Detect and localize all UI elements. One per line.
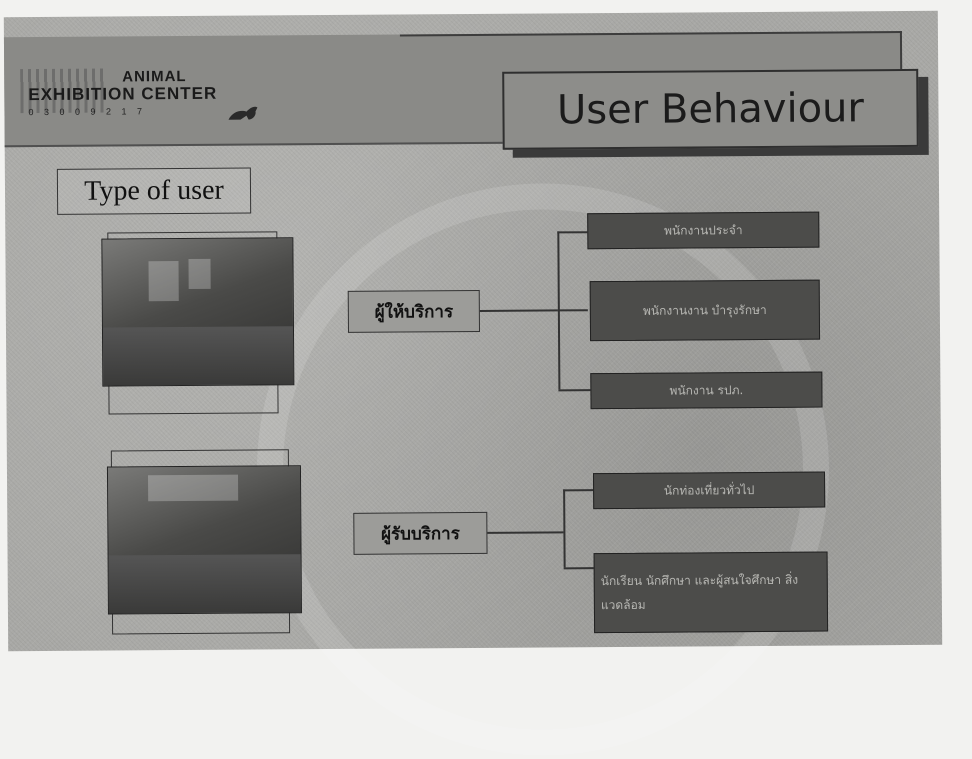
watermark-circle [254, 181, 831, 758]
provider-item: พนักงาน รปภ. [590, 371, 823, 410]
recipient-item: นักเรียน นักศึกษา และผู้สนใจศึกษา สิ่งแว… [593, 551, 829, 634]
photo-floor [108, 553, 301, 614]
role-recipient: ผู้รับบริการ [353, 511, 488, 555]
connector [563, 489, 594, 491]
role-provider: ผู้ให้บริการ [347, 289, 481, 333]
logo-line-2: EXHIBITION CENTER [28, 83, 218, 105]
connector [557, 231, 588, 233]
section-label-box: Type of user [56, 167, 252, 215]
connector [563, 567, 594, 569]
photo-window [148, 261, 179, 302]
connector [557, 309, 588, 311]
connector [558, 389, 591, 391]
provider-item: พนักงานประจำ [587, 211, 820, 250]
logo-line-1: ANIMAL [122, 67, 187, 86]
title-box: User Behaviour [502, 68, 919, 150]
logo-line-3: 0 3 0 0 9 2 1 7 [28, 106, 147, 118]
recipient-item: นักท่องเที่ยวทั่วไป [592, 471, 826, 510]
visitors-photo [106, 465, 302, 615]
provider-item: พนักงานงาน บำรุงรักษา [589, 279, 821, 342]
section-label: Type of user [84, 174, 224, 207]
staff-photo [101, 237, 295, 387]
page-title: User Behaviour [556, 85, 865, 134]
slide: ANIMAL EXHIBITION CENTER 0 3 0 0 9 2 1 7… [3, 10, 943, 758]
animal-icon [228, 106, 258, 120]
photo-floor [102, 325, 294, 386]
photo-skylight [147, 474, 239, 502]
logo: ANIMAL EXHIBITION CENTER 0 3 0 0 9 2 1 7 [14, 59, 264, 133]
photo-window [188, 258, 211, 289]
